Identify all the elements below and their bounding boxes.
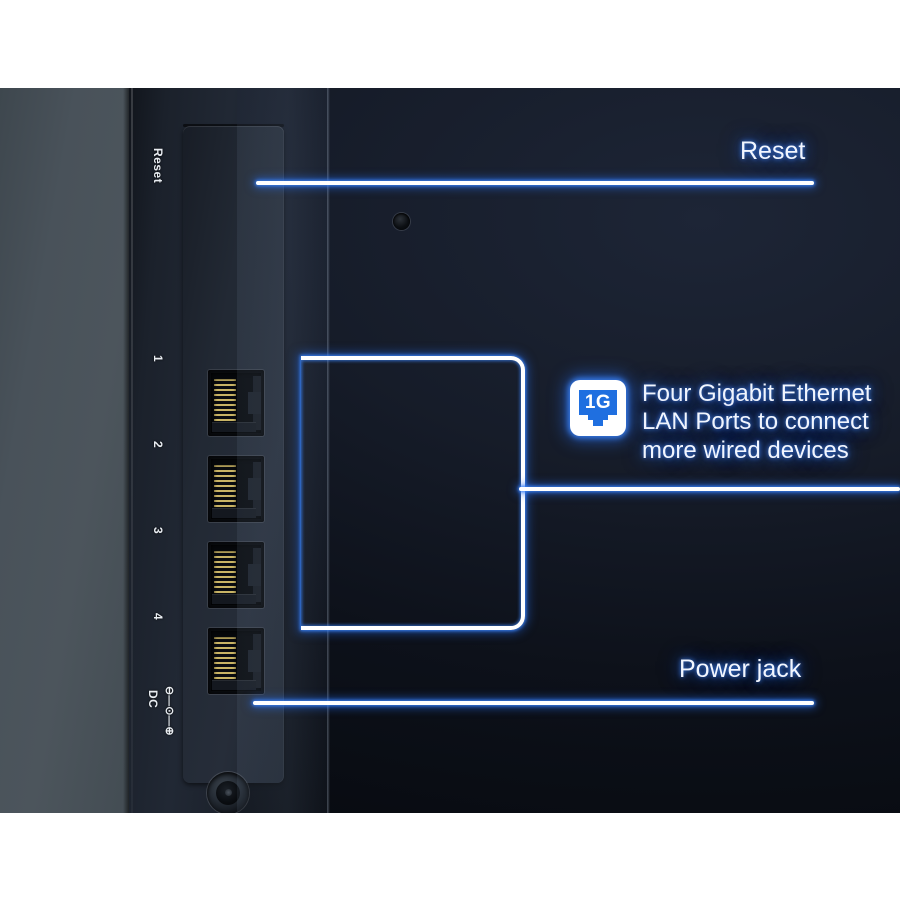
port-keyway-top [253, 634, 261, 650]
port-keyway-top [253, 462, 261, 478]
callout-line-lan-stem [519, 487, 900, 491]
recess-top-shadow [183, 124, 284, 127]
dc-power-jack[interactable] [207, 772, 249, 813]
silkscreen-label-port-3: 3 [151, 527, 165, 535]
callout-label-power: Power jack [679, 655, 802, 683]
face-highlight-edge [131, 88, 133, 813]
port-gold-pins [214, 637, 236, 685]
callout-lan-text: Four Gigabit Ethernet LAN Ports to conne… [642, 380, 871, 465]
dc-polarity-icon: ⊖—⊙—⊕ [163, 686, 175, 736]
port-keyway [248, 392, 261, 414]
callout-lan-line-2: LAN Ports to connect [642, 408, 869, 436]
port-keyway [248, 564, 261, 586]
port-recess-panel [183, 126, 410, 783]
lan-port-4[interactable] [208, 628, 264, 694]
product-photo: Reset 1 2 3 4 DC ⊖—⊙—⊕ [0, 88, 900, 813]
reset-pinhole[interactable] [393, 213, 410, 230]
callout-line-power [253, 701, 814, 705]
port-lip [212, 680, 256, 690]
port-lip [212, 594, 256, 604]
callout-line-reset [256, 181, 814, 185]
lan-port-3[interactable] [208, 542, 264, 608]
port-keyway [248, 650, 261, 672]
silkscreen-label-port-2: 2 [151, 441, 165, 449]
port-gold-pins [214, 551, 236, 599]
lan-port-1[interactable] [208, 370, 264, 436]
router-body-left [0, 88, 129, 813]
port-lip [212, 508, 256, 518]
port-keyway-top [253, 376, 261, 392]
port-keyway [248, 478, 261, 500]
port-lip [212, 422, 256, 432]
silkscreen-label-reset: Reset [151, 148, 165, 184]
port-keyway-bottom [253, 672, 261, 688]
port-keyway-top [253, 548, 261, 564]
silkscreen-label-port-4: 4 [151, 613, 165, 621]
port-keyway-bottom [253, 586, 261, 602]
ethernet-icon-label: 1G [584, 392, 612, 413]
port-gold-pins [214, 379, 236, 427]
port-gold-pins [214, 465, 236, 513]
silkscreen-label-port-1: 1 [151, 355, 165, 363]
port-keyway-bottom [253, 414, 261, 430]
dc-center-pin [225, 789, 232, 796]
port-keyway-bottom [253, 500, 261, 516]
lan-port-2[interactable] [208, 456, 264, 522]
callout-bracket-lan [301, 356, 525, 630]
silkscreen-label-dc: DC [146, 690, 160, 709]
callout-lan-line-3: more wired devices [642, 436, 849, 464]
rj45-jack-glyph [577, 388, 619, 428]
callout-lan-line-1: Four Gigabit Ethernet [642, 380, 872, 407]
ethernet-1g-icon: 1G [570, 380, 626, 436]
callout-lan-feature: 1G Four Gigabit Ethernet LAN Ports to co… [570, 380, 871, 465]
callout-label-reset: Reset [740, 137, 806, 165]
